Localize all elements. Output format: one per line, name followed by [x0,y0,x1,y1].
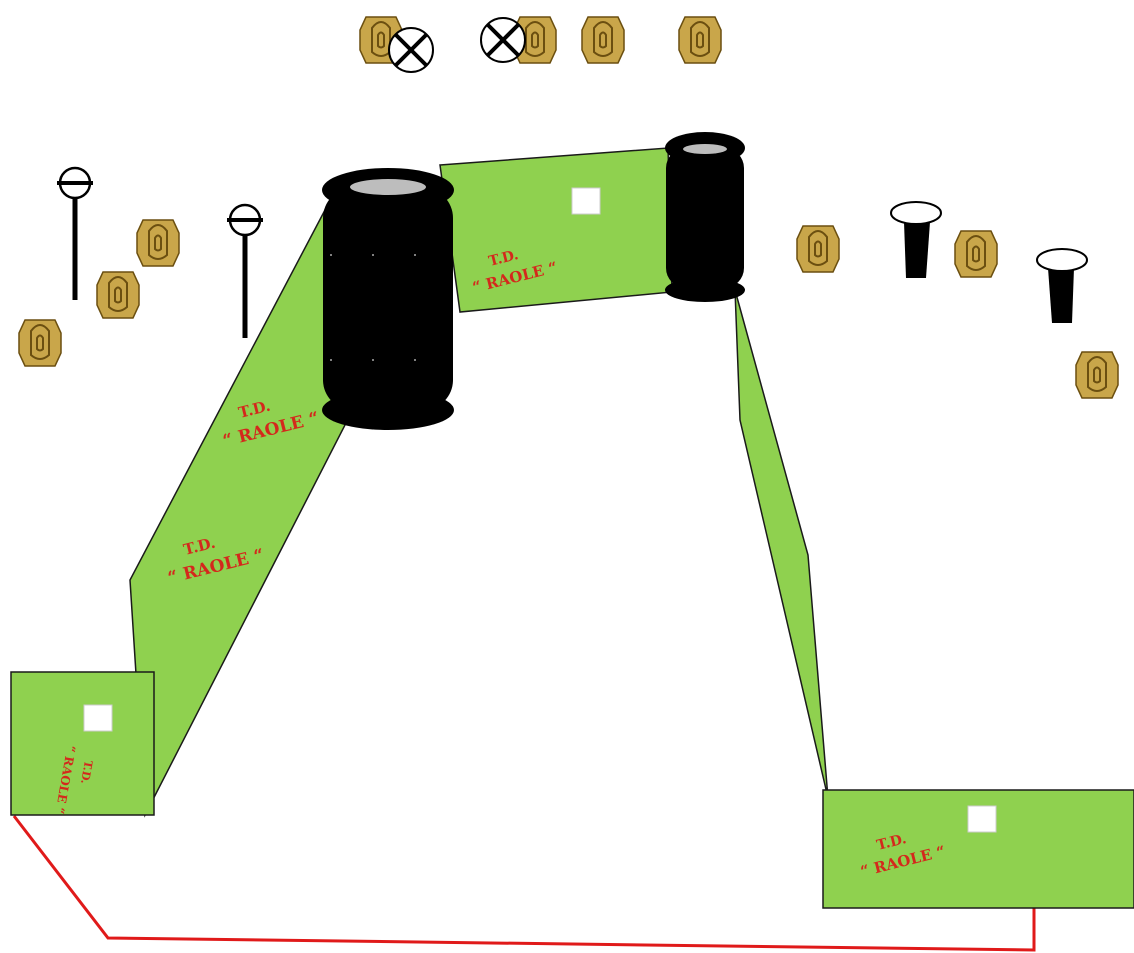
shooting-box-icon [967,805,997,833]
ipsc-target-icon [954,230,998,278]
ipsc-target-icon [18,319,62,367]
ipsc-target-icon [1075,351,1119,399]
bottom-left-box [10,671,155,816]
label-line1: T.D. [875,831,908,854]
ipsc-target-icon [796,225,840,273]
popper-target-icon [57,166,93,300]
popper-target-icon [227,203,263,338]
left-strip [129,207,346,818]
label-line1: T.D. [78,759,95,784]
right-strip [734,289,829,799]
no-shoot-target-icon [388,27,434,73]
shooting-box-icon [571,187,601,215]
no-shoot-target-icon [480,17,526,63]
tire-stack-icon [665,132,745,302]
ipsc-target-icon [581,16,625,64]
label-line1: T.D. [487,247,520,270]
pepper-popper-icon [890,201,942,278]
ipsc-target-icon [678,16,722,64]
tire-stack-icon [322,168,454,430]
ipsc-target-icon [96,271,140,319]
pepper-popper-icon [1036,248,1088,323]
ipsc-target-icon [136,219,180,267]
fault-line [12,815,1036,952]
shooting-box-icon [83,704,113,732]
